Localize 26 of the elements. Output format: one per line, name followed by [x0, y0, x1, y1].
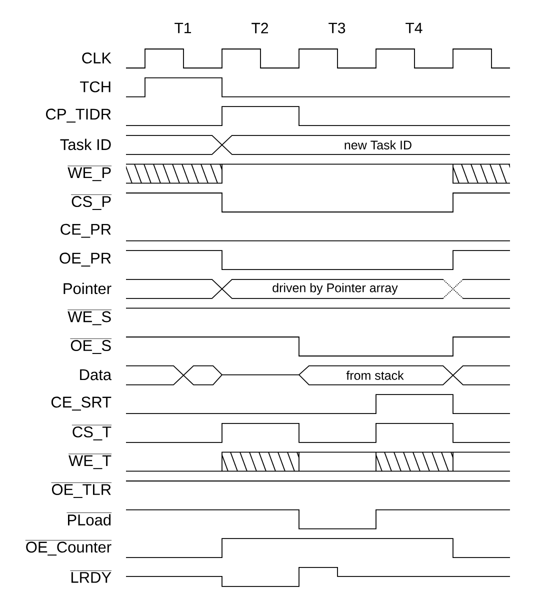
- signal-name: CS_T: [72, 424, 112, 440]
- signal-name: CS_P: [70, 194, 112, 210]
- signal-name: OE_PR: [60, 252, 111, 267]
- signal-name: CE_PR: [60, 224, 111, 238]
- signal-name: LRDY: [70, 570, 112, 583]
- bus-value-label: new Task ID: [344, 140, 412, 150]
- signal-name: WE_T: [68, 454, 112, 470]
- signal-name: CP_TIDR: [46, 108, 111, 123]
- clock-period-label: T2: [252, 22, 268, 34]
- signal-name: OE_TLR: [51, 482, 112, 498]
- signal-name: CLK: [82, 52, 112, 64]
- signal-name: Task ID: [60, 138, 111, 150]
- bus-value-label: driven by Pointer array: [272, 283, 398, 295]
- clock-period-label: T4: [406, 22, 422, 34]
- signal-name: Pointer: [64, 282, 112, 294]
- clock-period-label: T1: [174, 22, 192, 34]
- clock-period-label: T3: [328, 22, 346, 34]
- signal-name: WE_S: [67, 310, 112, 326]
- signal-name: OE_Counter: [25, 540, 112, 556]
- bus-value-label: from stack: [346, 370, 404, 380]
- signal-name: CE_SRT: [51, 396, 112, 411]
- signal-name: PLoad: [66, 512, 112, 526]
- signal-name: OE_S: [70, 338, 112, 354]
- signal-name: WE_P: [67, 166, 112, 182]
- signal-name: Data: [80, 369, 112, 380]
- signal-name: TCH: [80, 81, 110, 92]
